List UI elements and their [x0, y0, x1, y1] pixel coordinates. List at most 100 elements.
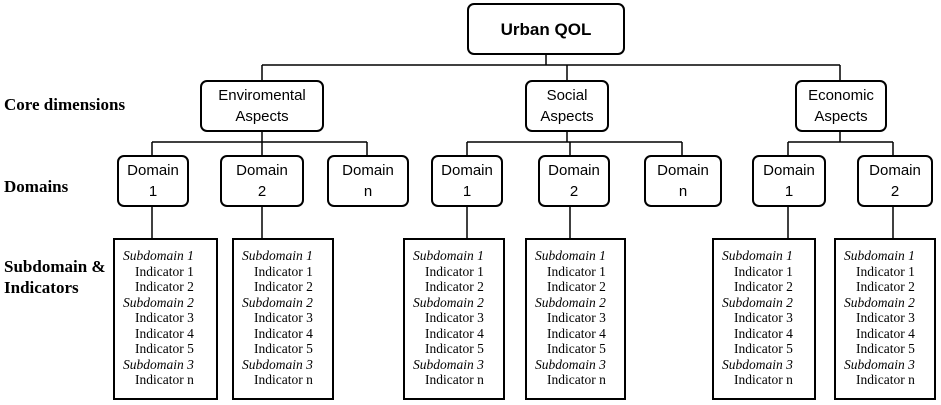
indicator-item: Indicator 4 [425, 325, 484, 341]
root-node: Urban QOL [467, 3, 625, 55]
dimension-social: Social Aspects [525, 80, 609, 132]
indicator-item: Indicator 3 [856, 310, 915, 325]
subdomain-item: Subdomain 2 [242, 294, 313, 310]
dimension-line1: Social [546, 87, 588, 104]
indicator-item: Indicator 2 [734, 279, 793, 294]
indicator-item: Indicator 1 [135, 263, 194, 279]
indicator-item: Indicator 3 [135, 310, 194, 325]
domain-line1: Domain [548, 162, 600, 179]
domain-line2: n [678, 183, 688, 200]
domain-line2: 2 [890, 183, 900, 200]
domain-node: Domain n [327, 155, 409, 207]
domain-line1: Domain [657, 162, 709, 179]
indicator-item: Indicator 1 [547, 263, 606, 279]
indicator-item: Indicator 5 [425, 341, 484, 356]
indicator-item: Indicator 4 [547, 325, 606, 341]
domain-node: Domain 2 [857, 155, 933, 207]
subdomain-item: Subdomain 2 [413, 294, 484, 310]
indicator-item: Indicator 4 [254, 325, 313, 341]
indicator-item: Indicator n [254, 372, 313, 387]
indicator-item: Indicator n [734, 372, 793, 387]
domain-line2: 2 [569, 183, 579, 200]
dimension-environmental: Enviromental Aspects [200, 80, 324, 132]
subdomain-item: Subdomain 3 [844, 356, 915, 372]
indicator-item: Indicator n [547, 372, 606, 387]
indicator-item: Indicator 2 [254, 279, 313, 294]
indicator-item: Indicator n [135, 372, 194, 387]
indicator-item: Indicator 1 [425, 263, 484, 279]
indicator-item: Indicator n [856, 372, 915, 387]
dimension-line2: Aspects [235, 108, 289, 125]
indicator-item: Indicator 2 [135, 279, 194, 294]
subdomain-item: Subdomain 2 [844, 294, 915, 310]
domain-line1: Domain [127, 162, 179, 179]
domain-node: Domain n [644, 155, 722, 207]
core-dimensions-label: Core dimensions [4, 95, 126, 114]
indicator-item: Indicator n [425, 372, 484, 387]
indicator-item: Indicator 2 [547, 279, 606, 294]
domain-node: Domain 1 [117, 155, 189, 207]
indicator-item: Indicator 4 [856, 325, 915, 341]
domain-node: Domain 2 [538, 155, 610, 207]
domain-line1: Domain [342, 162, 394, 179]
subdomain-item: Subdomain 1 [242, 248, 313, 263]
indicator-item: Indicator 5 [135, 341, 194, 356]
domain-line1: Domain [236, 162, 288, 179]
domain-node: Domain 1 [431, 155, 503, 207]
root-label: Urban QOL [500, 19, 592, 39]
subdomain-item: Subdomain 3 [123, 356, 194, 372]
subdomain-item: Subdomain 3 [413, 356, 484, 372]
domain-line2: 2 [257, 183, 267, 200]
subdomain-item: Subdomain 3 [535, 356, 606, 372]
dimension-economic: Economic Aspects [795, 80, 887, 132]
dimension-line1: Economic [808, 87, 874, 104]
domain-line2: 1 [148, 183, 158, 200]
subdomain-item: Subdomain 1 [722, 248, 793, 263]
indicator-item: Indicator 5 [254, 341, 313, 356]
subdomain-label-line2: Indicators [4, 278, 79, 297]
subdomain-item: Subdomain 3 [722, 356, 793, 372]
indicator-item: Indicator 3 [254, 310, 313, 325]
subdomain-item: Subdomain 1 [413, 248, 484, 263]
indicator-item: Indicator 1 [856, 263, 915, 279]
subdomain-item: Subdomain 2 [123, 294, 194, 310]
indicator-item: Indicator 2 [425, 279, 484, 294]
domain-node: Domain 2 [220, 155, 304, 207]
dimension-line2: Aspects [814, 108, 868, 125]
domain-line1: Domain [763, 162, 815, 179]
indicator-item: Indicator 5 [734, 341, 793, 356]
indicator-item: Indicator 3 [547, 310, 606, 325]
indicator-item: Indicator 5 [856, 341, 915, 356]
subdomain-item: Subdomain 1 [535, 248, 606, 263]
subdomain-item: Subdomain 1 [123, 248, 194, 263]
domain-line2: n [363, 183, 373, 200]
dimension-line2: Aspects [540, 108, 594, 125]
indicator-item: Indicator 3 [425, 310, 484, 325]
subdomain-label-line1: Subdomain & [4, 257, 106, 276]
subdomain-item: Subdomain 3 [242, 356, 313, 372]
indicator-item: Indicator 1 [254, 263, 313, 279]
indicator-item: Indicator 3 [734, 310, 793, 325]
subdomain-item: Subdomain 1 [844, 248, 915, 263]
subdomain-item: Subdomain 2 [722, 294, 793, 310]
subdomain-indicators-label: Subdomain & Indicators [4, 256, 106, 298]
indicator-item: Indicator 4 [734, 325, 793, 341]
indicator-item: Indicator 4 [135, 325, 194, 341]
domains-label: Domains [4, 177, 69, 196]
indicator-item: Indicator 5 [547, 341, 606, 356]
indicator-item: Indicator 2 [856, 279, 915, 294]
subdomain-item: Subdomain 2 [535, 294, 606, 310]
domain-line2: 1 [462, 183, 472, 200]
domain-line1: Domain [441, 162, 493, 179]
domain-line2: 1 [784, 183, 794, 200]
dimension-line1: Enviromental [218, 87, 306, 104]
domain-line1: Domain [869, 162, 921, 179]
